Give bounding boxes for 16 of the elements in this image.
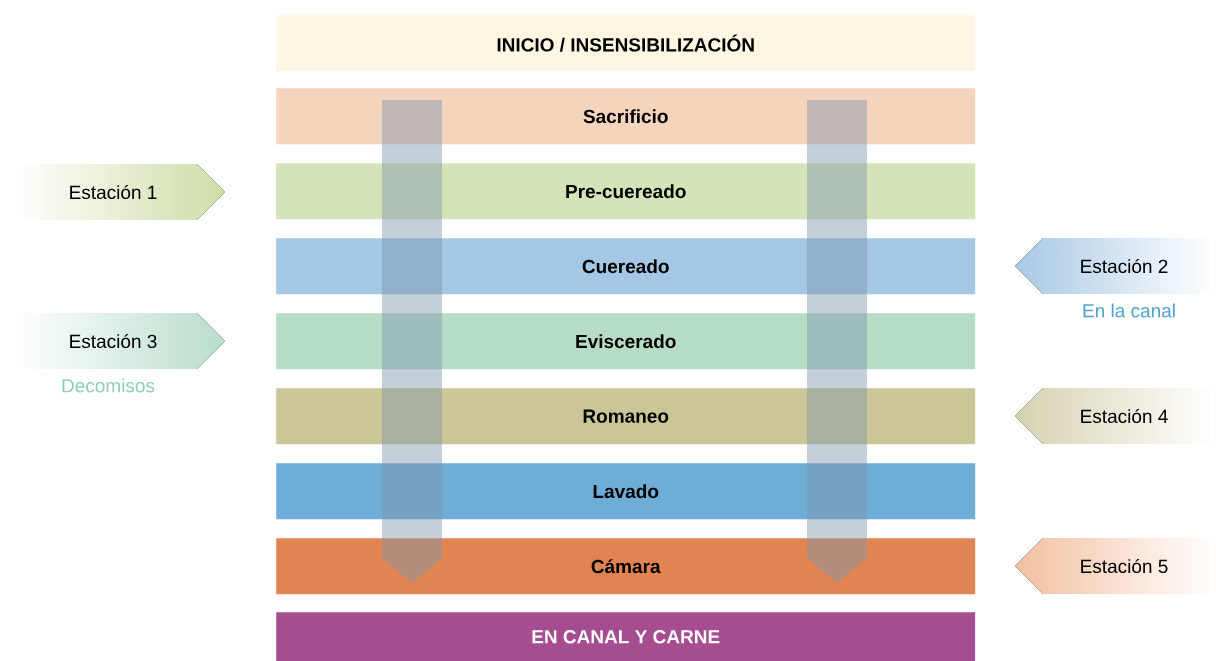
station-tag: Estación 3 [15,313,225,369]
station-note: Decomisos [62,378,155,393]
process-band: EN CANAL Y CARNE [276,612,976,661]
process-band: Sacrificio [276,88,976,145]
process-band: INICIO / INSENSIBILIZACIÓN [276,15,976,72]
process-band: Cámara [276,538,976,595]
station-tag: Estación 2 [1015,238,1216,294]
process-band: Eviscerado [276,313,976,370]
process-band: Pre-cuereado [276,163,976,220]
process-band: Cuereado [276,238,976,295]
process-band: Romaneo [276,388,976,445]
station-tag: Estación 1 [15,164,225,220]
station-note: En la canal [1083,303,1175,318]
station-tag: Estación 4 [1015,388,1216,444]
process-band: Lavado [276,463,976,520]
station-tag: Estación 5 [1015,538,1216,594]
